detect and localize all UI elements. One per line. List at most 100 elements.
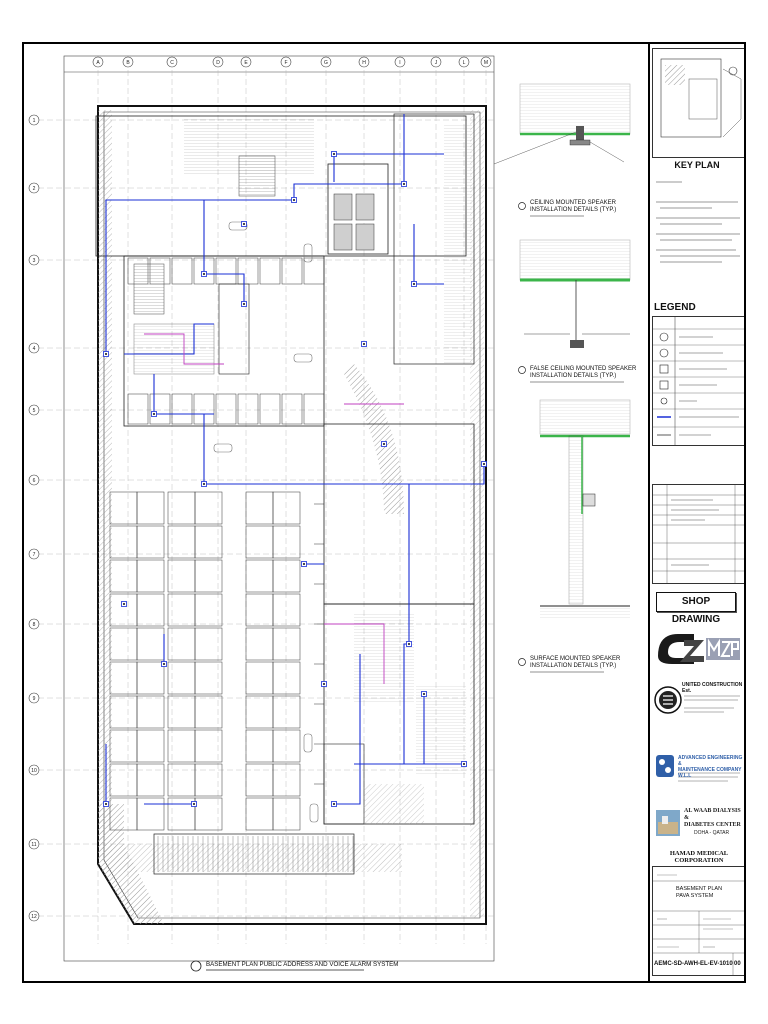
parking-stall: [303, 393, 325, 425]
speaker-icon: [291, 197, 297, 203]
parking-stall: [194, 763, 223, 797]
parking-stall: [109, 661, 138, 695]
grid-column-L: L: [458, 56, 470, 68]
svg-text:11: 11: [31, 842, 36, 848]
revision-rows: [653, 485, 744, 583]
parking-stall: [194, 797, 223, 831]
svg-text:E: E: [244, 60, 248, 66]
parking-stall: [136, 661, 165, 695]
parking-stall: [245, 695, 274, 729]
svg-text:J: J: [435, 60, 438, 66]
parking-stall: [136, 559, 165, 593]
svg-text:3: 3: [33, 258, 36, 264]
grid-row-6: 6: [28, 474, 40, 486]
revision-table: [652, 484, 744, 584]
parking-stall: [136, 695, 165, 729]
grid-column-A: A: [92, 56, 104, 68]
parking-stall: [245, 559, 274, 593]
speaker-icon: [331, 801, 337, 807]
parking-stall: [109, 559, 138, 593]
parking-stall: [259, 393, 281, 425]
svg-text:C: C: [170, 60, 174, 66]
svg-text:G: G: [324, 60, 328, 66]
parking-stall: [136, 525, 165, 559]
notes-box: [652, 174, 744, 294]
svg-text:M: M: [484, 60, 488, 66]
notes-lines: [656, 181, 740, 263]
parking-stall: [109, 695, 138, 729]
grid-row-2: 2: [28, 182, 40, 194]
parking-stall: [272, 525, 301, 559]
parking-stall: [194, 729, 223, 763]
parking-stall: [245, 797, 274, 831]
legend-table: [652, 316, 744, 446]
parking-stall: [303, 257, 325, 285]
svg-text:7: 7: [33, 552, 36, 558]
svg-text:8: 8: [33, 622, 36, 628]
speaker-icon: [461, 761, 467, 767]
mep-contractor-logo: ADVANCED ENGINEERING & MAINTENANCE COMPA…: [654, 749, 744, 791]
parking-stall: [281, 257, 303, 285]
grid-column-C: C: [166, 56, 178, 68]
legend-rows: [653, 317, 744, 445]
svg-text:D: D: [216, 60, 220, 66]
drawing-info-grid: [652, 866, 744, 976]
parking-stall: [194, 491, 223, 525]
parking-stall: [171, 393, 193, 425]
speaker-icon: [361, 341, 367, 347]
parking-stall: [245, 593, 274, 627]
parking-stall: [127, 393, 149, 425]
parking-stall: [136, 593, 165, 627]
speaker-icon: [201, 481, 207, 487]
parking-stall: [136, 797, 165, 831]
speaker-icon: [201, 271, 207, 277]
key-plan-title: KEY PLAN: [674, 160, 720, 170]
title-block: KEY PLAN LEGEND: [648, 44, 744, 981]
speaker-icon: [103, 801, 109, 807]
parking-stall: [272, 729, 301, 763]
speaker-icon: [241, 301, 247, 307]
parking-stall: [109, 491, 138, 525]
grid-column-B: B: [122, 56, 134, 68]
parking-stall: [272, 661, 301, 695]
parking-stall: [272, 627, 301, 661]
project-logo: AL WAAB DIALYSIS & DIABETES CENTER DOHA …: [654, 800, 744, 844]
grid-column-E: E: [240, 56, 252, 68]
grid-column-J: J: [430, 56, 442, 68]
grid-column-I: I: [394, 56, 406, 68]
drawing-title: BASEMENT PLAN PAVA SYSTEM: [676, 886, 723, 899]
speaker-icon: [241, 221, 247, 227]
project-name: AL WAAB DIALYSIS & DIABETES CENTER: [684, 808, 741, 828]
key-plan-box: [652, 48, 744, 158]
grid-row-10: 10: [28, 764, 40, 776]
parking-stall: [245, 729, 274, 763]
grid-row-8: 8: [28, 618, 40, 630]
parking-stall: [272, 695, 301, 729]
contractor-logo: UNITED CONSTRUCTION Est.: [654, 678, 744, 740]
speaker-icon: [321, 681, 327, 687]
speaker-icon: [151, 411, 157, 417]
info-grid-lines: [653, 874, 744, 975]
legend-title: LEGEND: [654, 302, 696, 313]
speaker-icon: [481, 461, 487, 467]
plan-title: BASEMENT PLAN PUBLIC ADDRESS AND VOICE A…: [206, 961, 398, 968]
client-name: HAMAD MEDICAL CORPORATION: [669, 850, 729, 864]
parking-stall: [272, 559, 301, 593]
parking-stall: [237, 257, 259, 285]
speaker-icon: [191, 801, 197, 807]
grid-row-9: 9: [28, 692, 40, 704]
parking-stall: [245, 661, 274, 695]
parking-stall: [136, 627, 165, 661]
svg-text:12: 12: [31, 914, 37, 920]
speaker-icon: [381, 441, 387, 447]
svg-text:9: 9: [33, 696, 36, 702]
parking-stall: [272, 797, 301, 831]
svg-text:6: 6: [33, 478, 36, 484]
parking-stall: [194, 695, 223, 729]
svg-text:1: 1: [33, 118, 36, 124]
